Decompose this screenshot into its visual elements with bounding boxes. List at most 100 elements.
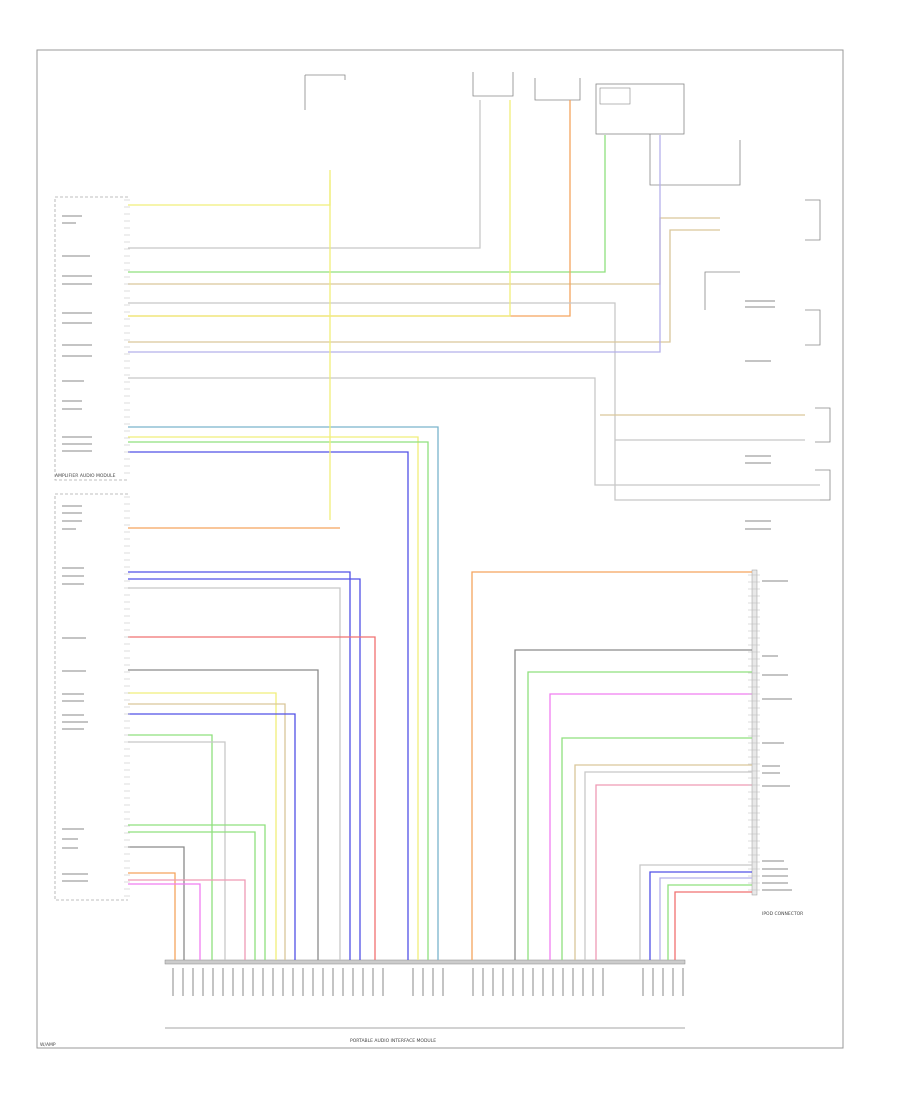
pin-label-mark bbox=[762, 868, 788, 870]
wire-yellow bbox=[128, 170, 331, 206]
pin-label-mark bbox=[762, 698, 792, 700]
pin-label-mark bbox=[172, 968, 174, 996]
pin-label-mark bbox=[312, 968, 314, 996]
pin-label-mark bbox=[272, 968, 274, 996]
pin-label-mark bbox=[262, 968, 264, 996]
pin-label-mark bbox=[522, 968, 524, 996]
pin-label-mark bbox=[512, 968, 514, 996]
wire-tan bbox=[128, 229, 720, 343]
pin-label-mark bbox=[62, 380, 84, 382]
wire-green bbox=[527, 671, 752, 960]
pin-label-mark bbox=[62, 322, 92, 324]
pin-label-mark bbox=[442, 968, 444, 996]
wire-yellow bbox=[128, 436, 419, 960]
pin-label-mark bbox=[252, 968, 254, 996]
wire-blue bbox=[128, 451, 409, 960]
connector-ticks bbox=[124, 199, 760, 897]
pin-label-mark bbox=[592, 968, 594, 996]
bottom-connector-label: PORTABLE AUDIO INTERFACE MODULE bbox=[350, 1038, 436, 1044]
pin-label-mark bbox=[745, 306, 775, 308]
pin-label-mark bbox=[652, 968, 654, 996]
pin-label-mark bbox=[62, 505, 82, 507]
wire-green bbox=[128, 734, 213, 960]
pin-label-mark bbox=[292, 968, 294, 996]
pin-label-mark bbox=[62, 312, 92, 314]
wire-yellow bbox=[128, 692, 277, 960]
pin-label-mark bbox=[62, 400, 82, 402]
wire-lightgray bbox=[639, 864, 752, 960]
pin-label-mark bbox=[745, 528, 771, 530]
pin-label-mark bbox=[62, 714, 84, 716]
pin-label-mark bbox=[762, 875, 788, 877]
pin-label-mark bbox=[642, 968, 644, 996]
pin-label-mark bbox=[492, 968, 494, 996]
right-speaker-bracket-4 bbox=[815, 469, 831, 501]
wire-tan bbox=[128, 703, 286, 960]
pin-label-mark bbox=[62, 838, 78, 840]
rear-speaker-inner bbox=[599, 87, 631, 105]
pin-label-mark bbox=[762, 765, 780, 767]
wire-blue bbox=[128, 571, 351, 960]
pin-label-mark bbox=[62, 443, 92, 445]
right-speaker-bracket-2 bbox=[805, 309, 821, 346]
pin-label-mark bbox=[62, 255, 90, 257]
pin-label-mark bbox=[62, 828, 84, 830]
pin-label-mark bbox=[552, 968, 554, 996]
pin-label-mark bbox=[202, 968, 204, 996]
wire-teal bbox=[128, 426, 439, 960]
wire-blue bbox=[128, 578, 361, 960]
pin-label-mark bbox=[62, 283, 92, 285]
pin-label-mark bbox=[682, 968, 684, 996]
wire-magenta bbox=[549, 693, 752, 960]
wire-gray bbox=[514, 649, 752, 960]
pin-label-mark bbox=[62, 693, 84, 695]
pin-label-mark bbox=[542, 968, 544, 996]
wire-lavender bbox=[128, 135, 661, 353]
pin-label-mark bbox=[62, 450, 92, 452]
wire-tan bbox=[128, 217, 720, 285]
pin-label-mark bbox=[222, 968, 224, 996]
wire-lightgray bbox=[128, 741, 226, 960]
wire-orange bbox=[471, 571, 752, 960]
pin-label-mark bbox=[62, 575, 84, 577]
pin-label-mark bbox=[212, 968, 214, 996]
pin-label-mark bbox=[352, 968, 354, 996]
pin-label-mark bbox=[602, 968, 604, 996]
wire-gray bbox=[128, 846, 185, 960]
pin-label-mark bbox=[332, 968, 334, 996]
wire-green bbox=[128, 135, 606, 273]
fuse-box-outline bbox=[304, 74, 346, 110]
wire-group bbox=[128, 100, 820, 960]
pin-label-mark bbox=[422, 968, 424, 996]
pin-label-mark bbox=[572, 968, 574, 996]
pin-label-mark bbox=[282, 968, 284, 996]
pin-label-mark bbox=[62, 880, 88, 882]
pin-label-mark bbox=[62, 520, 82, 522]
pin-label-mark bbox=[412, 968, 414, 996]
bottom-connector-strip bbox=[164, 959, 686, 965]
pin-label-mark bbox=[192, 968, 194, 996]
pin-label-mark bbox=[62, 528, 76, 530]
pin-label-mark bbox=[62, 637, 86, 639]
wire-lightgray bbox=[128, 587, 341, 960]
pin-label-mark bbox=[532, 968, 534, 996]
wire-green bbox=[128, 831, 256, 960]
pin-label-mark bbox=[62, 567, 84, 569]
pin-label-mark bbox=[745, 462, 771, 464]
wire-lightgray bbox=[128, 100, 481, 249]
rear-speaker-connector bbox=[595, 83, 685, 135]
pin-label-mark bbox=[62, 215, 82, 217]
left-rear-speaker-bracket bbox=[649, 134, 741, 186]
pin-label-mark bbox=[62, 222, 76, 224]
ipod-connector-label: IPOD CONNECTOR bbox=[762, 911, 803, 917]
pin-label-mark bbox=[322, 968, 324, 996]
wire-green bbox=[128, 441, 429, 960]
pin-label-mark bbox=[762, 772, 780, 774]
wire-blue bbox=[649, 871, 752, 960]
pin-label-mark bbox=[62, 728, 84, 730]
pin-label-mark bbox=[582, 968, 584, 996]
pin-label-mark bbox=[762, 580, 788, 582]
pin-label-mark bbox=[62, 355, 92, 357]
pin-label-mark bbox=[762, 742, 784, 744]
wire-lightgray bbox=[584, 771, 752, 960]
